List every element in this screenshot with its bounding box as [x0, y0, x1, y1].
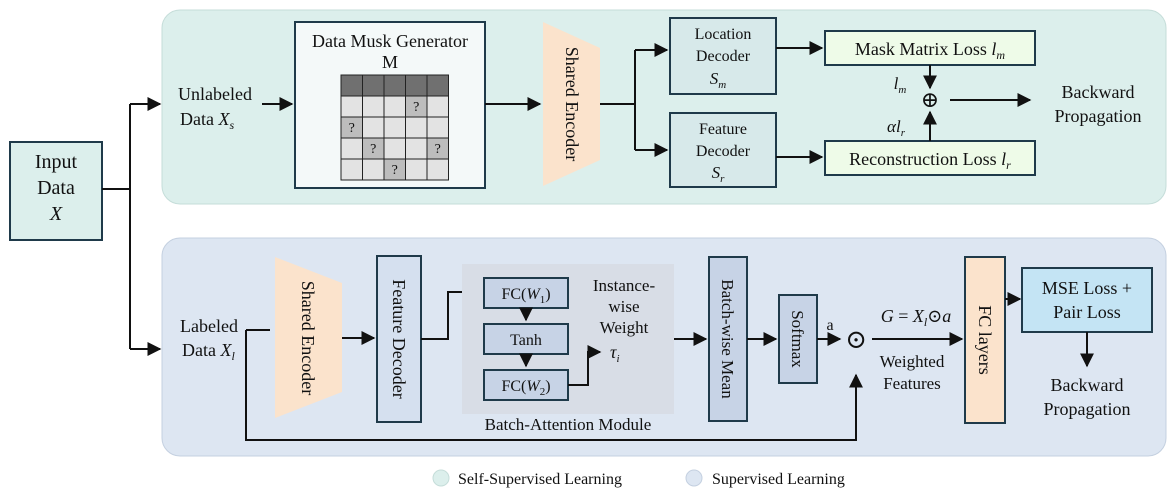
shared-encoder-bottom	[275, 257, 342, 418]
grid-cell	[383, 95, 406, 118]
labeled-line1: Labeled	[180, 316, 238, 336]
feature-decoder-bottom-box	[376, 255, 422, 423]
mse-loss-line1: MSE Loss +	[1042, 278, 1132, 298]
skip-connection-line	[245, 329, 856, 441]
legend-supervised-label: Supervised Learning	[712, 471, 845, 488]
mask-generator-title: Data Musk Generator	[312, 31, 468, 51]
fc-w1-label: FC(W1)	[501, 286, 550, 306]
weighted-line2: Features	[883, 374, 941, 393]
masked-cell-mark: ?	[435, 142, 441, 157]
masked-cell-mark: ?	[349, 121, 355, 136]
feature-decoder-top-var: Sr	[712, 163, 726, 185]
fc-layers-label: FC layers	[975, 305, 995, 375]
g-formula: G = Xl⊙a	[881, 306, 952, 329]
a-label: a	[826, 317, 833, 334]
legend-supervised-marker	[685, 469, 703, 487]
header-cell	[340, 74, 363, 97]
backward-top-line2: Propagation	[1055, 106, 1142, 126]
masked-cell-mark: ?	[370, 142, 376, 157]
feature-decoder-top-line1: Feature	[699, 121, 747, 138]
masked-cell-mark: ?	[392, 163, 398, 178]
weighted-line1: Weighted	[880, 352, 945, 371]
grid-cell	[426, 95, 449, 118]
backward-bottom-line1: Backward	[1051, 375, 1124, 395]
tanh-box	[483, 323, 569, 355]
mask-loss-label: Mask Matrix Loss lm	[855, 39, 1006, 62]
feature-decoder-bottom-label: Feature Decoder	[389, 279, 409, 398]
recon-loss-label: Reconstruction Loss lr	[849, 149, 1011, 172]
backward-bottom-line2: Propagation	[1044, 399, 1131, 419]
grid-cell	[405, 137, 428, 160]
grid-cell	[383, 137, 406, 160]
masked-cell-mark: ?	[413, 100, 419, 115]
input-data-box	[9, 141, 103, 241]
header-cell	[383, 74, 406, 97]
tanh-label: Tanh	[510, 332, 542, 349]
lm-label: lm	[894, 74, 907, 96]
location-decoder-box	[669, 17, 777, 95]
shared-encoder-bottom-label: Shared Encoder	[298, 281, 318, 395]
header-cell	[405, 74, 428, 97]
grid-cell	[362, 116, 385, 139]
odot-symbol: ⊙	[845, 325, 867, 354]
fc-w1-box	[483, 277, 569, 309]
header-cell	[426, 74, 449, 97]
softmax-label: Softmax	[788, 310, 807, 368]
location-decoder-line1: Location	[695, 26, 752, 43]
legend-self-marker	[432, 469, 450, 487]
feature-decoder-top-box	[669, 112, 777, 188]
feature-decoder-top-line2: Decoder	[696, 143, 751, 160]
unlabeled-line1: Unlabeled	[178, 84, 252, 104]
input-data-var: X	[49, 203, 63, 225]
grid-cell	[426, 158, 449, 181]
mask-grid: ?????	[340, 74, 449, 181]
fc-w2-label: FC(W2)	[501, 378, 550, 398]
location-decoder-line2: Decoder	[696, 48, 751, 65]
backward-top-line1: Backward	[1062, 82, 1135, 102]
grid-cell	[383, 116, 406, 139]
shared-encoder-top-label: Shared Encoder	[562, 47, 582, 161]
tau-label: τi	[610, 342, 620, 365]
mse-loss-box	[1021, 267, 1153, 333]
grid-cell	[362, 95, 385, 118]
fc-w2-box	[483, 369, 569, 401]
oplus-symbol: ⊕	[921, 87, 939, 112]
attention-module-label: Batch-Attention Module	[485, 415, 652, 434]
mse-loss-line2: Pair Loss	[1053, 302, 1121, 322]
instance-weight-line1: Instance-	[593, 276, 656, 295]
grid-cell	[405, 158, 428, 181]
mask-generator-symbol: M	[382, 52, 398, 72]
arrow-fc2-to-tau	[568, 345, 602, 386]
location-decoder-var: Sm	[710, 69, 727, 91]
unlabeled-line2: Data Xs	[180, 109, 234, 132]
grid-cell	[362, 158, 385, 181]
legend-self-label: Self-Supervised Learning	[458, 471, 622, 488]
header-cell	[362, 74, 385, 97]
input-data-line1: Input	[35, 151, 78, 173]
instance-weight-line3: Weight	[600, 318, 649, 337]
grid-cell	[340, 95, 363, 118]
instance-weight-line2: wise	[608, 297, 639, 316]
recon-loss-box	[824, 140, 1036, 176]
grid-cell	[340, 137, 363, 160]
fc-layers-box	[964, 256, 1006, 424]
input-data-line2: Data	[37, 177, 75, 199]
labeled-line2: Data Xl	[182, 340, 235, 363]
batch-mean-label: Batch-wise Mean	[718, 279, 737, 399]
input-split-line	[102, 104, 131, 349]
alr-label: αlr	[887, 117, 906, 139]
grid-cell	[405, 116, 428, 139]
grid-cell	[426, 116, 449, 139]
shared-encoder-top	[543, 22, 600, 186]
encoder-split-line	[600, 50, 636, 150]
batch-mean-box	[708, 256, 748, 422]
grid-cell	[340, 158, 363, 181]
